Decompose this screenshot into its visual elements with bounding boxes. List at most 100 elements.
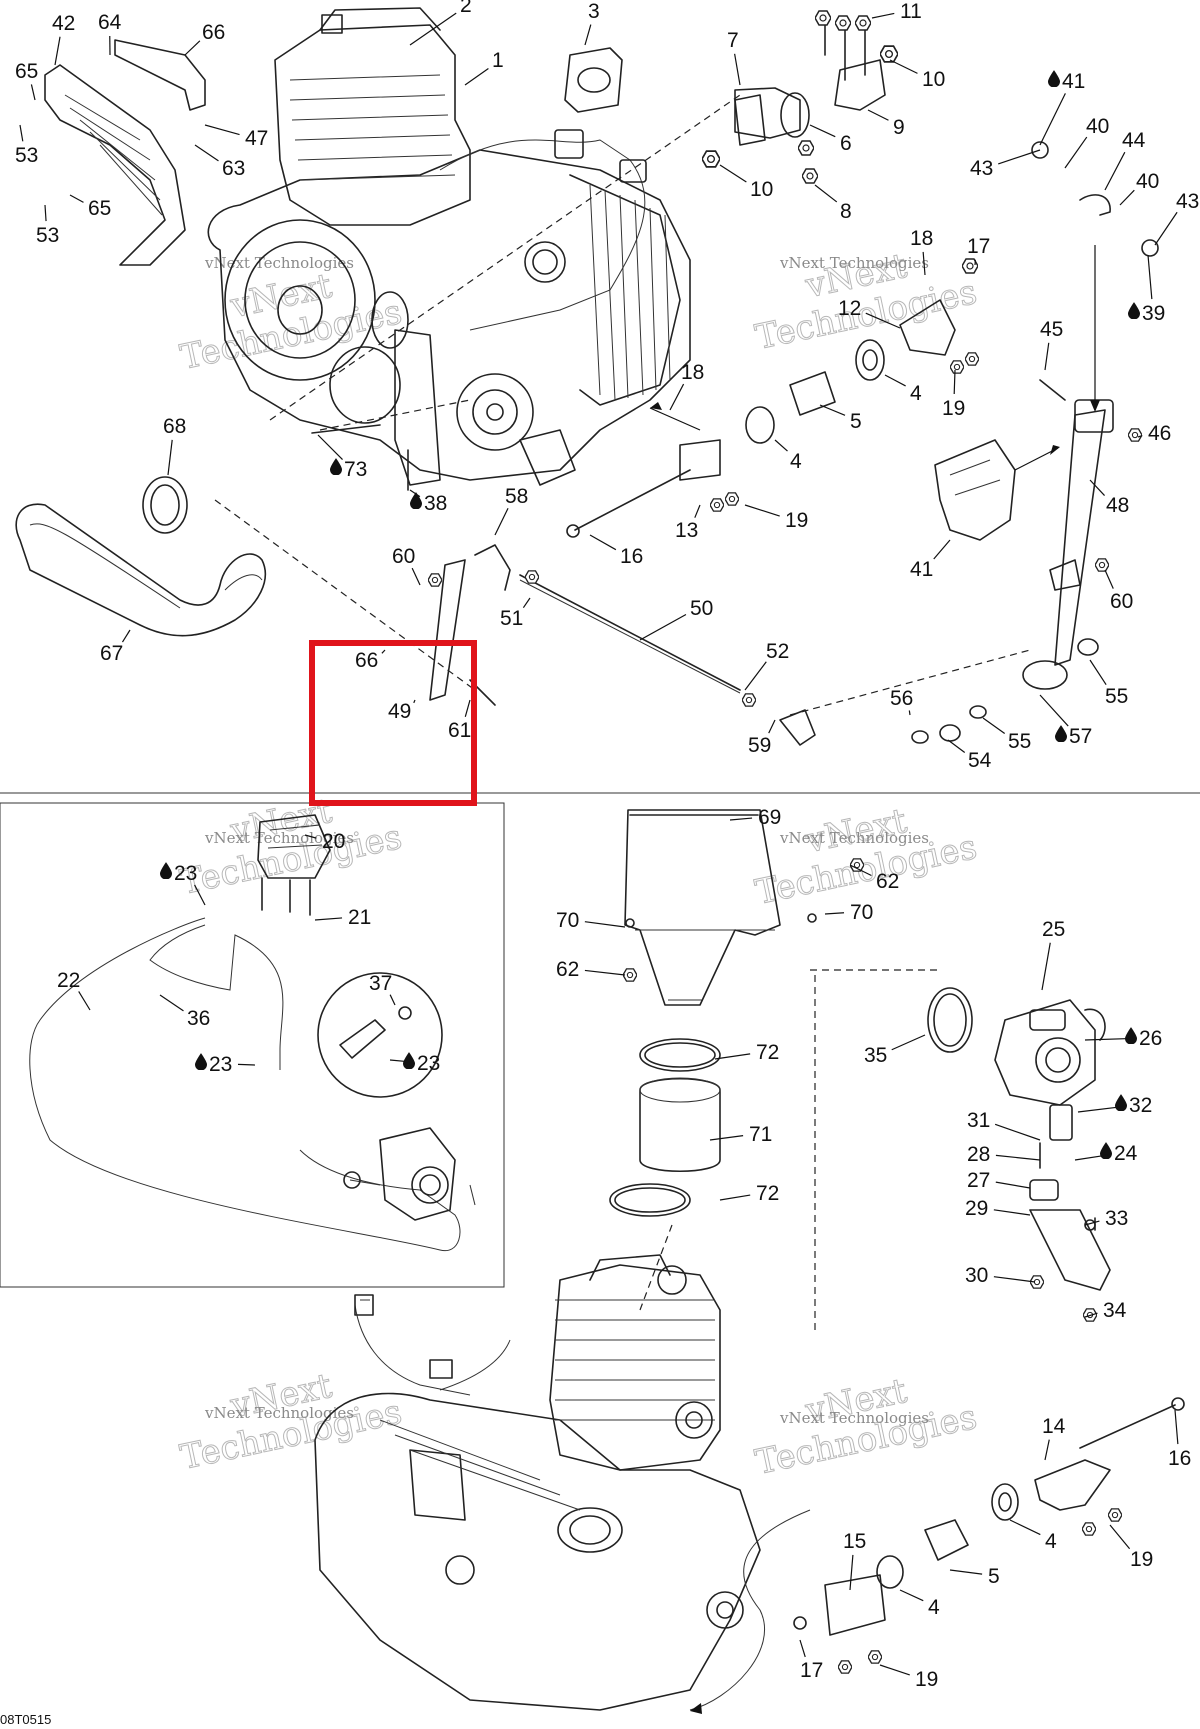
- callout-41[interactable]: 41: [1039, 70, 1085, 146]
- callout-16[interactable]: 16: [589, 534, 643, 568]
- callout-41[interactable]: 41: [910, 539, 951, 581]
- callout-71[interactable]: 71: [709, 1123, 772, 1146]
- callout-70[interactable]: 70: [824, 901, 873, 924]
- callout-17[interactable]: 17: [799, 1639, 823, 1682]
- callout-11[interactable]: 11: [871, 0, 922, 23]
- callout-32[interactable]: 32: [1077, 1094, 1152, 1117]
- callout-31[interactable]: 31: [967, 1109, 1041, 1141]
- callout-27[interactable]: 27: [967, 1169, 1031, 1192]
- callout-33[interactable]: 33: [1084, 1207, 1128, 1230]
- callout-73[interactable]: 73: [317, 434, 367, 481]
- callout-7[interactable]: 7: [727, 29, 741, 86]
- callout-23[interactable]: 23: [160, 862, 206, 906]
- callout-53[interactable]: 53: [15, 124, 38, 167]
- callout-23[interactable]: 23: [195, 1053, 256, 1076]
- callout-5[interactable]: 5: [819, 404, 862, 433]
- callout-18[interactable]: 18: [669, 361, 704, 411]
- callout-37[interactable]: 37: [369, 972, 396, 1006]
- callout-44[interactable]: 44: [1104, 129, 1146, 191]
- callout-12[interactable]: 12: [838, 297, 901, 329]
- callout-16[interactable]: 16: [1168, 1409, 1191, 1470]
- callout-68[interactable]: 68: [163, 415, 186, 476]
- callout-45[interactable]: 45: [1040, 318, 1063, 371]
- callout-72[interactable]: 72: [714, 1041, 779, 1064]
- callout-23[interactable]: 23: [389, 1052, 440, 1075]
- callout-19[interactable]: 19: [942, 369, 965, 420]
- callout-43[interactable]: 43: [970, 149, 1041, 180]
- callout-10[interactable]: 10: [889, 59, 945, 91]
- callout-14[interactable]: 14: [1042, 1415, 1066, 1461]
- callout-53[interactable]: 53: [36, 204, 59, 247]
- callout-4[interactable]: 4: [899, 1589, 940, 1619]
- callout-25[interactable]: 25: [1041, 918, 1065, 991]
- callout-8[interactable]: 8: [814, 184, 852, 223]
- throttle-cable-assembly: [214, 399, 816, 746]
- callout-13[interactable]: 13: [675, 504, 701, 542]
- callout-65[interactable]: 65: [15, 60, 38, 101]
- callout-26[interactable]: 26: [1084, 1027, 1162, 1050]
- callout-19[interactable]: 19: [1109, 1524, 1153, 1571]
- callout-17[interactable]: 17: [967, 235, 990, 266]
- callout-18[interactable]: 18: [910, 227, 933, 276]
- callout-60[interactable]: 60: [392, 545, 421, 586]
- callout-29[interactable]: 29: [965, 1197, 1031, 1220]
- callout-19[interactable]: 19: [744, 504, 808, 532]
- callout-61[interactable]: 61: [448, 699, 471, 742]
- callout-70[interactable]: 70: [556, 909, 626, 932]
- callout-35[interactable]: 35: [864, 1034, 926, 1067]
- callout-15[interactable]: 15: [843, 1530, 866, 1591]
- callout-19[interactable]: 19: [879, 1664, 938, 1691]
- callout-2[interactable]: 2: [409, 0, 472, 46]
- callout-10[interactable]: 10: [719, 164, 773, 201]
- callout-42[interactable]: 42: [52, 12, 75, 66]
- callout-30[interactable]: 30: [965, 1264, 1036, 1287]
- callout-36[interactable]: 36: [159, 994, 210, 1030]
- selection-highlight-box[interactable]: [309, 640, 477, 806]
- callout-20[interactable]: 20: [304, 830, 345, 853]
- callout-4[interactable]: 4: [774, 439, 802, 473]
- callout-49[interactable]: 49: [388, 699, 416, 723]
- callout-24[interactable]: 24: [1074, 1142, 1138, 1165]
- callout-47[interactable]: 47: [204, 124, 268, 150]
- callout-48[interactable]: 48: [1089, 479, 1129, 517]
- callout-22[interactable]: 22: [57, 969, 91, 1011]
- callout-66[interactable]: 66: [355, 649, 386, 672]
- callout-60[interactable]: 60: [1104, 569, 1133, 613]
- leader-line: [1009, 1519, 1041, 1536]
- callout-55[interactable]: 55: [982, 717, 1031, 753]
- callout-6[interactable]: 6: [809, 124, 852, 155]
- callout-62[interactable]: 62: [556, 958, 626, 981]
- callout-4[interactable]: 4: [1009, 1519, 1057, 1553]
- callout-52[interactable]: 52: [744, 640, 789, 691]
- callout-5[interactable]: 5: [949, 1565, 1000, 1588]
- callout-28[interactable]: 28: [967, 1143, 1041, 1166]
- callout-72[interactable]: 72: [719, 1182, 779, 1205]
- callout-66[interactable]: 66: [184, 21, 225, 56]
- callout-1[interactable]: 1: [464, 49, 504, 86]
- callout-4[interactable]: 4: [884, 374, 922, 405]
- callout-9[interactable]: 9: [867, 109, 905, 139]
- callout-46[interactable]: 46: [1137, 422, 1171, 445]
- callout-40[interactable]: 40: [1119, 170, 1159, 206]
- callout-69[interactable]: 69: [729, 806, 781, 829]
- callout-63[interactable]: 63: [194, 144, 245, 180]
- callout-43[interactable]: 43: [1154, 190, 1199, 246]
- callout-58[interactable]: 58: [494, 485, 528, 536]
- callout-50[interactable]: 50: [639, 597, 713, 641]
- callout-39[interactable]: 39: [1128, 254, 1165, 325]
- callout-3[interactable]: 3: [584, 0, 600, 46]
- callout-56[interactable]: 56: [890, 687, 913, 716]
- callout-64[interactable]: 64: [98, 11, 122, 56]
- callout-21[interactable]: 21: [314, 906, 371, 929]
- callout-55[interactable]: 55: [1089, 659, 1128, 708]
- callout-59[interactable]: 59: [748, 719, 776, 757]
- callout-62[interactable]: 62: [849, 864, 899, 893]
- callout-51[interactable]: 51: [500, 597, 531, 630]
- callout-67[interactable]: 67: [100, 629, 131, 665]
- callout-34[interactable]: 34: [1084, 1299, 1127, 1322]
- callout-65[interactable]: 65: [69, 194, 111, 220]
- callout-40[interactable]: 40: [1064, 115, 1109, 169]
- callout-38[interactable]: 38: [409, 489, 447, 515]
- callout-54[interactable]: 54: [947, 739, 992, 772]
- callout-57[interactable]: 57: [1039, 694, 1092, 748]
